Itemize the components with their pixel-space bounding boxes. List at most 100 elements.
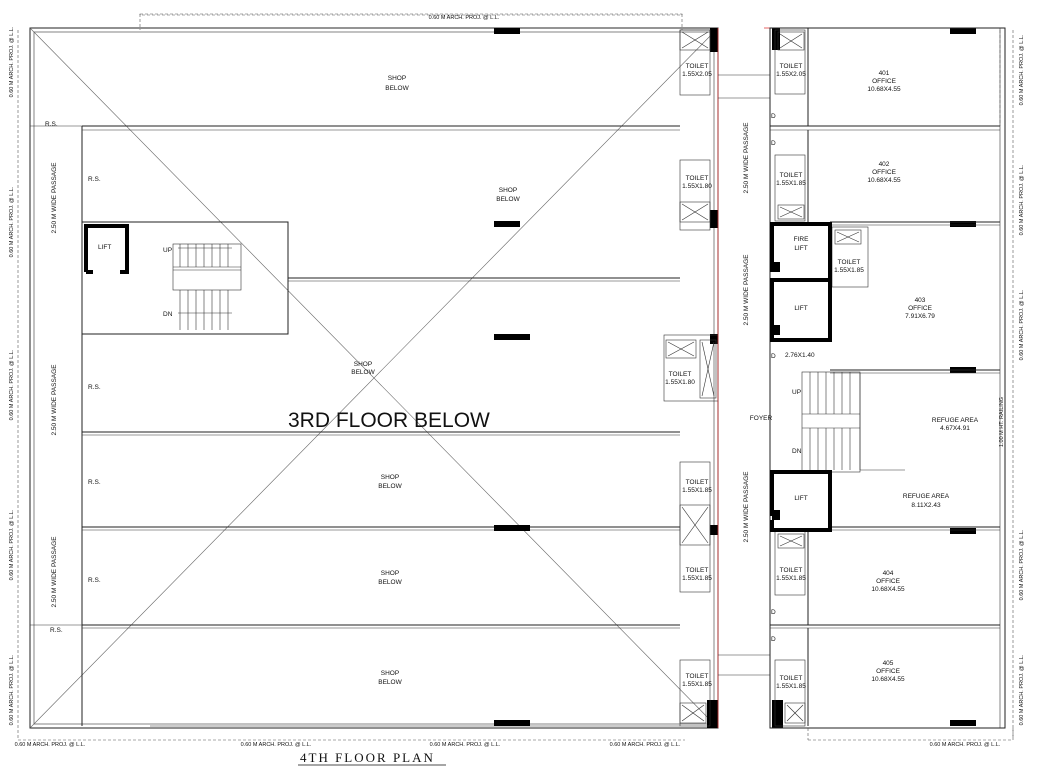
left-block: [29, 27, 719, 729]
o404-l1: 404: [883, 570, 894, 577]
central-passage: [717, 27, 1006, 728]
t4-l1: TOILET: [686, 479, 709, 486]
shop5-l1: SHOP: [381, 570, 399, 577]
rs-6: R.S.: [50, 627, 63, 634]
rs-2: R.S.: [88, 176, 101, 183]
t2-l2: 1.55X1.80: [682, 183, 712, 190]
stair-up-label-right: UP: [792, 389, 801, 396]
shop6-l2: BELOW: [378, 679, 402, 686]
toilet-labels: TOILET 1.55X2.05 TOILET 1.55X1.80 TOILET…: [665, 63, 864, 690]
o402-l2: OFFICE: [872, 169, 896, 176]
t6-l1: TOILET: [686, 673, 709, 680]
passage-c3: 2.50 M WIDE PASSAGE: [743, 471, 750, 543]
o405-l2: OFFICE: [876, 668, 900, 675]
office-labels: 401 OFFICE 10.68X4.55 402 OFFICE 10.68X4…: [750, 70, 979, 683]
t10-l1: TOILET: [780, 567, 803, 574]
foyer-label: FOYER: [750, 415, 773, 422]
o404-l3: 10.68X4.55: [871, 586, 905, 593]
t9-l1: TOILET: [838, 259, 861, 266]
proj-l2: 0.60 M ARCH. PROJ. @ L.L.: [9, 186, 15, 257]
o405-l1: 405: [883, 660, 894, 667]
proj-top: 0.60 M ARCH. PROJ. @ L.L.: [429, 15, 500, 21]
t11-l1: TOILET: [780, 675, 803, 682]
proj-l5: 0.60 M ARCH. PROJ. @ L.L.: [9, 654, 15, 725]
t6-l2: 1.55X1.85: [682, 681, 712, 688]
t3-l1: TOILET: [669, 371, 692, 378]
door-4: D: [771, 609, 776, 616]
door-5: D: [771, 636, 776, 643]
fire-lift-label-1: FIRE: [794, 236, 809, 243]
proj-r2: 0.60 M ARCH. PROJ. @ L.L.: [1019, 164, 1025, 235]
t8-l1: TOILET: [780, 172, 803, 179]
door-labels: D D D D D: [771, 113, 776, 643]
lift-left-label: LIFT: [98, 244, 111, 251]
passage-l3: 2.50 M WIDE PASSAGE: [51, 536, 58, 608]
shop2-l2: BELOW: [496, 196, 520, 203]
refuge2-l1: REFUGE AREA: [903, 493, 950, 500]
shop3-l1: SHOP: [354, 361, 372, 368]
left-lift: LIFT: [84, 224, 129, 274]
proj-l1: 0.60 M ARCH. PROJ. @ L.L.: [9, 26, 15, 97]
t9-l2: 1.55X1.85: [834, 267, 864, 274]
floor-below-label: 3RD FLOOR BELOW: [288, 409, 490, 432]
t5-l1: TOILET: [686, 567, 709, 574]
fire-lift-label-2: LIFT: [794, 245, 807, 252]
t5-l2: 1.55X1.85: [682, 575, 712, 582]
shop3-l2: BELOW: [351, 369, 375, 376]
rs-1: R.S.: [45, 121, 58, 128]
t1-l1: TOILET: [686, 63, 709, 70]
passage-l1: 2.50 M WIDE PASSAGE: [51, 162, 58, 234]
column-marks: [494, 28, 976, 728]
proj-b3: 0.60 M ARCH. PROJ. @ L.L.: [430, 742, 501, 748]
stair-up-label: UP: [163, 247, 172, 254]
shop4-l2: BELOW: [378, 483, 402, 490]
shop-labels: SHOP BELOW SHOP BELOW SHOP BELOW SHOP BE…: [288, 75, 521, 686]
proj-b5: 0.60 M ARCH. PROJ. @ L.L.: [930, 742, 1001, 748]
plan-title-text: 4TH FLOOR PLAN: [300, 750, 435, 765]
rs-5: R.S.: [88, 577, 101, 584]
shop5-l2: BELOW: [378, 579, 402, 586]
o403-l3: 7.91X6.79: [905, 313, 935, 320]
shop4-l1: SHOP: [381, 474, 399, 481]
proj-r3: 0.60 M ARCH. PROJ. @ L.L.: [1019, 289, 1025, 360]
proj-r4: 0.60 M ARCH. PROJ. @ L.L.: [1019, 529, 1025, 600]
t8-l2: 1.55X1.85: [776, 180, 806, 187]
passage-c1: 2.50 M WIDE PASSAGE: [743, 122, 750, 194]
right-lifts: FIRE LIFT LIFT LIFT 2.76X1.40: [770, 222, 832, 532]
proj-r1: 0.60 M ARCH. PROJ. @ L.L.: [1019, 34, 1025, 105]
plan-title: 4TH FLOOR PLAN: [298, 750, 446, 766]
door-1: D: [771, 113, 776, 120]
o403-l2: OFFICE: [908, 305, 932, 312]
t4-l2: 1.55X1.85: [682, 487, 712, 494]
projection-labels: 0.60 M ARCH. PROJ. @ L.L. 0.60 M ARCH. P…: [9, 15, 1025, 748]
t11-l2: 1.55X1.85: [776, 683, 806, 690]
o402-l3: 10.68X4.55: [867, 177, 901, 184]
door-2: D: [771, 140, 776, 147]
stair-dn-label: DN: [163, 311, 173, 318]
passage-labels: 2.50 M WIDE PASSAGE 2.50 M WIDE PASSAGE …: [51, 122, 750, 608]
t3-l2: 1.55X1.80: [665, 379, 695, 386]
o401-l1: 401: [879, 70, 890, 77]
passage-l2: 2.50 M WIDE PASSAGE: [51, 364, 58, 436]
left-toilets: [663, 29, 719, 727]
proj-b1: 0.60 M ARCH. PROJ. @ L.L.: [15, 742, 86, 748]
passage-c2: 2.50 M WIDE PASSAGE: [743, 254, 750, 326]
t10-l2: 1.55X1.85: [776, 575, 806, 582]
rs-labels: R.S. R.S. R.S. R.S. R.S. R.S.: [45, 121, 101, 634]
proj-b2: 0.60 M ARCH. PROJ. @ L.L.: [241, 742, 312, 748]
refuge1-l1: REFUGE AREA: [932, 417, 979, 424]
lift-r2-label: LIFT: [794, 495, 807, 502]
proj-l4: 0.60 M ARCH. PROJ. @ L.L.: [9, 509, 15, 580]
shop2-l1: SHOP: [499, 187, 517, 194]
shop1-l2: BELOW: [385, 85, 409, 92]
rs-4: R.S.: [88, 479, 101, 486]
refuge1-l2: 4.67X4.91: [940, 425, 970, 432]
proj-r5: 0.60 M ARCH. PROJ. @ L.L.: [1019, 654, 1025, 725]
right-block: UP DN: [769, 27, 1006, 729]
o403-l1: 403: [915, 297, 926, 304]
proj-b4: 0.60 M ARCH. PROJ. @ L.L.: [610, 742, 681, 748]
left-stair: UP DN: [163, 243, 242, 330]
o401-l2: OFFICE: [872, 78, 896, 85]
proj-l3: 0.60 M ARCH. PROJ. @ L.L.: [9, 349, 15, 420]
